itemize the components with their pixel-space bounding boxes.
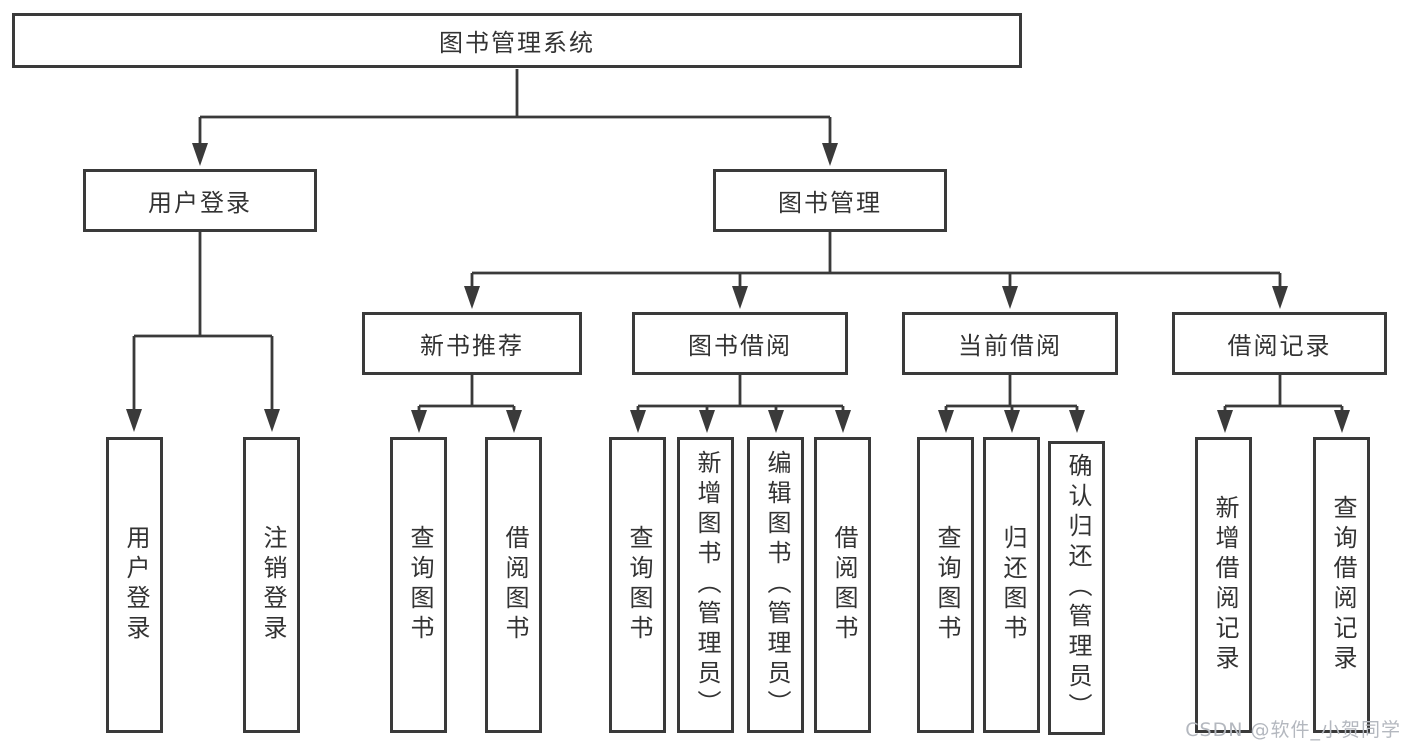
leaf-add-borrow-record: 新增借阅记录 — [1195, 437, 1252, 733]
node-book-borrowing-label: 图书借阅 — [688, 332, 792, 360]
node-current-borrowing: 当前借阅 — [902, 312, 1118, 375]
connector-borrow-records-split — [1223, 375, 1344, 416]
arrowheads-level2 — [464, 286, 1288, 309]
csdn-watermark: CSDN @软件_小贺同学 — [1185, 719, 1401, 741]
leaf-logout: 注销登录 — [243, 437, 300, 733]
node-user-login-label: 用户登录 — [148, 189, 252, 217]
arrowheads-level1 — [192, 143, 838, 166]
node-root-label: 图书管理系统 — [439, 29, 595, 57]
node-current-borrowing-label: 当前借阅 — [958, 332, 1062, 360]
leaf-edit-books-admin: 编辑图书（管理员） — [747, 437, 804, 733]
node-book-management-label: 图书管理 — [778, 189, 882, 217]
connector-root-to-level1 — [198, 69, 832, 150]
node-user-login: 用户登录 — [83, 169, 317, 232]
arrowheads-user-login — [126, 409, 280, 432]
arrowheads-leaves — [411, 410, 1350, 433]
node-borrowing-records-label: 借阅记录 — [1227, 332, 1332, 360]
leaf-confirm-return-admin: 确认归还（管理员） — [1048, 441, 1105, 735]
connector-user-login-split — [132, 232, 274, 415]
node-book-management: 图书管理 — [713, 169, 947, 232]
connector-book-borrow-split — [636, 375, 845, 416]
connector-current-borrow-split — [944, 375, 1079, 416]
node-borrowing-records: 借阅记录 — [1172, 312, 1387, 375]
leaf-borrow-books-borrowing: 借阅图书 — [814, 437, 871, 733]
leaf-return-books: 归还图书 — [983, 437, 1040, 733]
leaf-user-login: 用户登录 — [106, 437, 163, 733]
leaf-add-books-admin: 新增图书（管理员） — [677, 437, 734, 733]
node-root: 图书管理系统 — [12, 13, 1022, 68]
leaf-query-books-borrowing: 查询图书 — [609, 437, 666, 733]
node-book-borrowing: 图书借阅 — [632, 312, 848, 375]
connector-book-mgmt-to-level2 — [470, 232, 1282, 293]
leaf-query-books-current: 查询图书 — [917, 437, 974, 733]
leaf-query-books-recommend: 查询图书 — [390, 437, 447, 733]
leaf-borrow-books-recommend: 借阅图书 — [485, 437, 542, 733]
node-new-book-recommend-label: 新书推荐 — [420, 332, 524, 360]
connector-new-book-split — [417, 375, 516, 416]
leaf-query-borrow-record: 查询借阅记录 — [1313, 437, 1370, 733]
node-new-book-recommend: 新书推荐 — [362, 312, 582, 375]
